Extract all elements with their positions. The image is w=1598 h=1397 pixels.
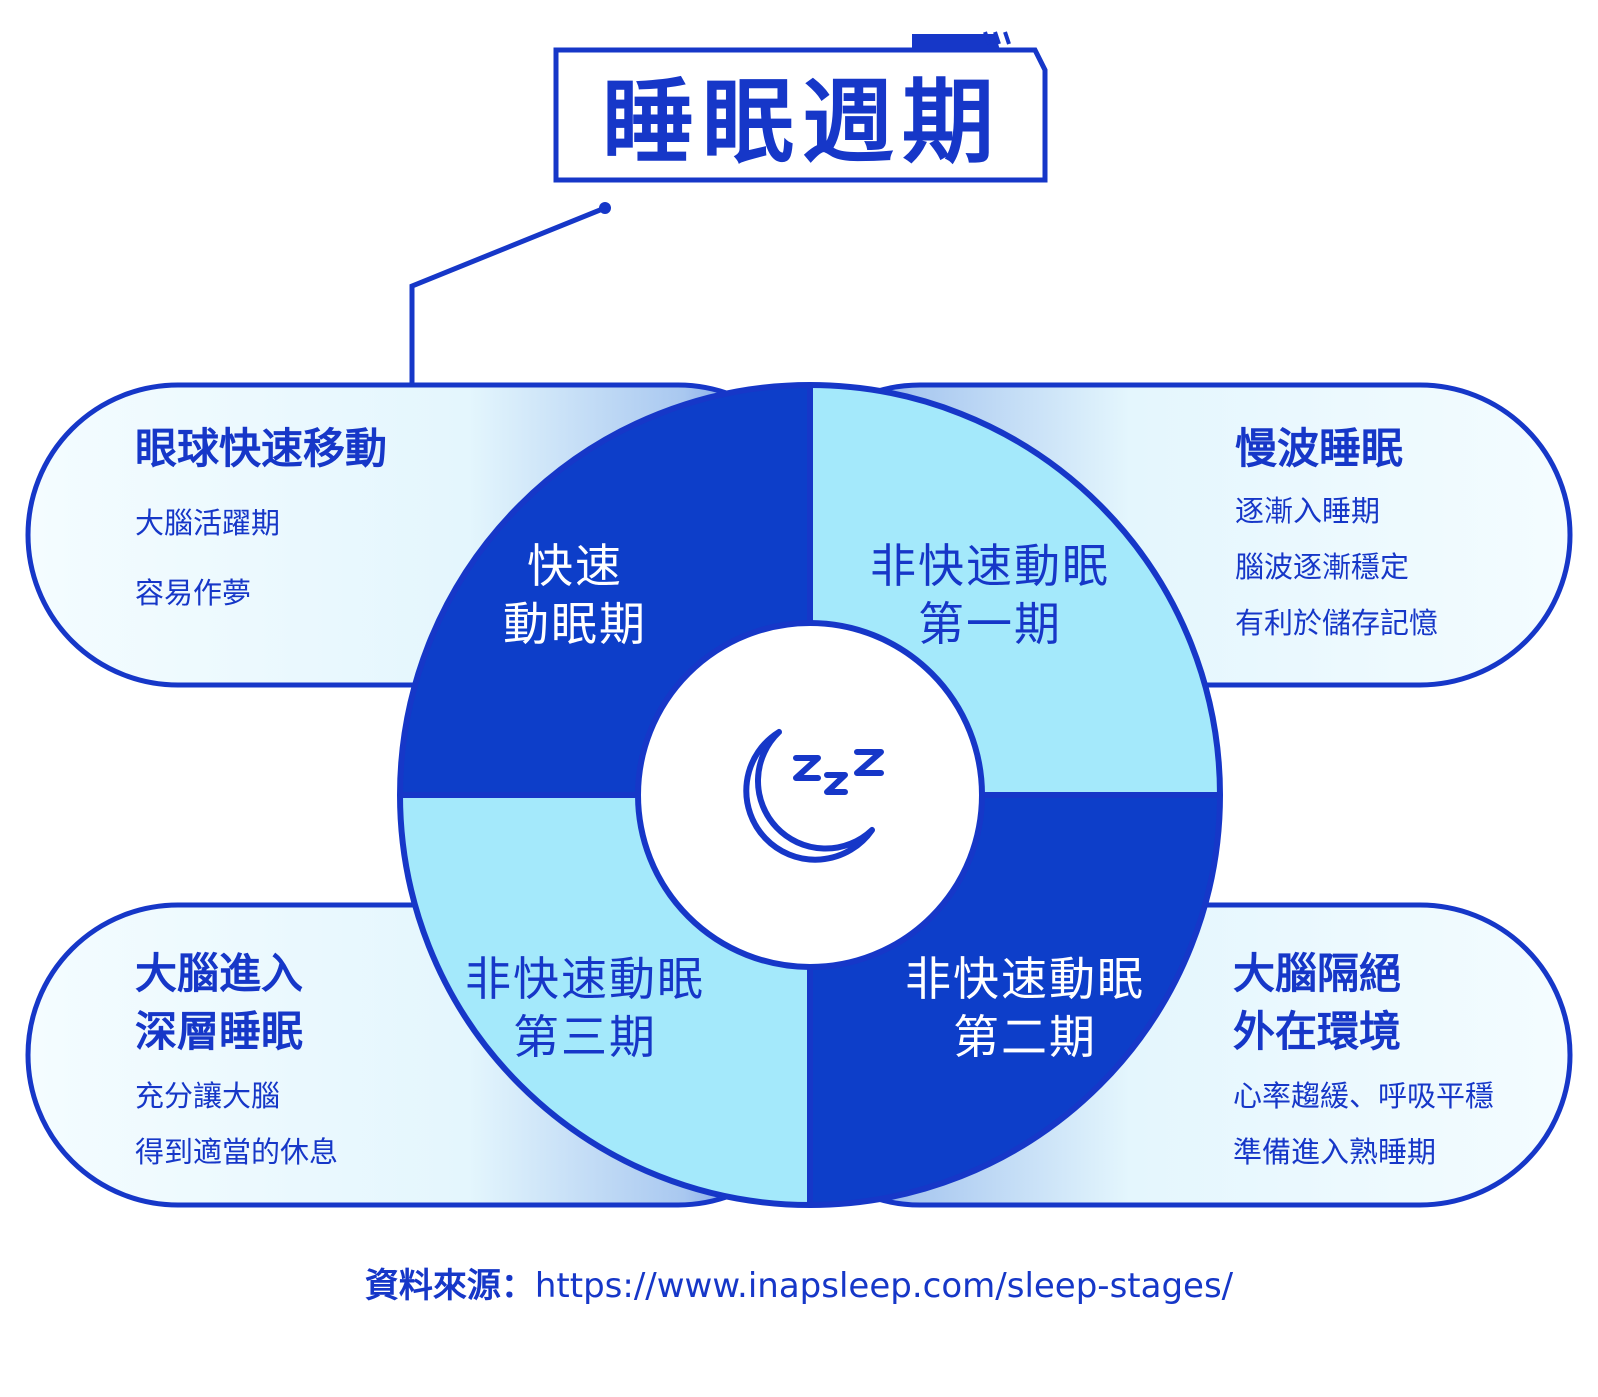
segment-nrem1-label: 非快速動眠 第一期 (850, 537, 1130, 653)
segment-nrem2-line2: 第二期 (953, 1010, 1097, 1064)
moon-zzz-icon (743, 729, 884, 863)
segment-nrem3-line1: 非快速動眠 (465, 952, 705, 1006)
panel-top-left: 眼球快速移動 大腦活躍期 容易作夢 (135, 420, 387, 612)
panel-top-right-line-1: 逐漸入睡期 (1235, 494, 1381, 528)
source-url[interactable]: https://www.inapsleep.com/sleep-stages/ (534, 1266, 1234, 1306)
panel-top-left-line-2: 容易作夢 (135, 576, 252, 610)
panel-bottom-left-line-1: 充分讓大腦 (135, 1079, 281, 1113)
panel-bottom-right-line-1: 心率趨緩、呼吸平穩 (1233, 1079, 1495, 1113)
panel-top-left-heading: 眼球快速移動 (135, 424, 388, 473)
source-label: 資料來源： (364, 1266, 535, 1306)
segment-nrem1-line1: 非快速動眠 (870, 539, 1110, 593)
segment-nrem2-label: 非快速動眠 第二期 (885, 950, 1165, 1066)
panel-top-left-line-1: 大腦活躍期 (135, 506, 281, 540)
panel-bottom-left-heading-2: 深層睡眠 (135, 1007, 304, 1056)
segment-nrem1-line2: 第一期 (918, 597, 1062, 651)
panel-top-right-line-3: 有利於儲存記憶 (1235, 606, 1439, 640)
segment-nrem2-line1: 非快速動眠 (905, 952, 1145, 1006)
panel-top-right-heading: 慢波睡眠 (1235, 424, 1404, 473)
panel-bottom-left-line-2: 得到適當的休息 (135, 1135, 339, 1169)
panel-bottom-right-heading-2: 外在環境 (1233, 1007, 1402, 1056)
center-disc (635, 620, 985, 970)
segment-rem-line1: 快速 (527, 539, 623, 593)
panel-bottom-right-heading-1: 大腦隔絕 (1233, 949, 1402, 998)
segment-nrem3-label: 非快速動眠 第三期 (445, 950, 725, 1066)
panel-bottom-right-line-2: 準備進入熟睡期 (1233, 1135, 1437, 1169)
page-title: 睡眠週期 (601, 69, 1002, 176)
source-citation: 資料來源：https://www.inapsleep.com/sleep-sta… (0, 1258, 1598, 1307)
segment-rem-label: 快速 動眠期 (470, 537, 680, 653)
segment-rem-line2: 動眠期 (503, 597, 647, 651)
title-frame (553, 31, 1048, 183)
title-connector (409, 202, 611, 385)
cycle-wheel (397, 382, 1223, 1208)
segment-nrem3-line2: 第三期 (513, 1010, 657, 1064)
panel-top-right-line-2: 腦波逐漸穩定 (1235, 550, 1410, 584)
panel-bottom-left-heading-1: 大腦進入 (135, 949, 304, 998)
panel-bottom-right: 大腦隔絕 外在環境 心率趨緩、呼吸平穩 準備進入熟睡期 (1233, 945, 1494, 1171)
panel-bottom-left: 大腦進入 深層睡眠 充分讓大腦 得到適當的休息 (135, 945, 338, 1171)
title-box: 睡眠週期 (556, 51, 1048, 178)
panel-top-right: 慢波睡眠 逐漸入睡期 腦波逐漸穩定 有利於儲存記憶 (1235, 420, 1438, 642)
